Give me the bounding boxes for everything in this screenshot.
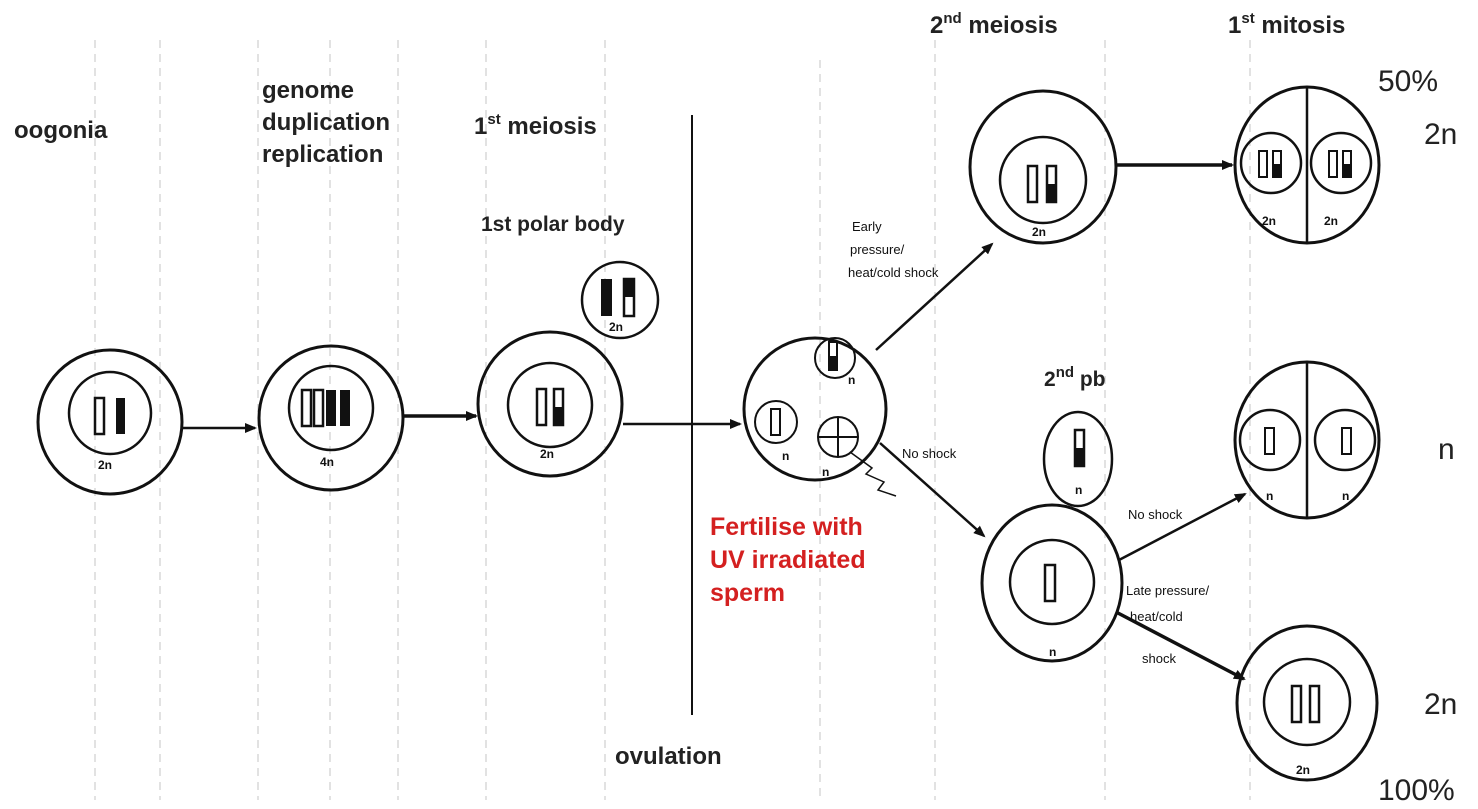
svg-text:n: n bbox=[782, 449, 789, 463]
cell-second-polar-body: n bbox=[1044, 412, 1112, 506]
cell-mitosis-middle: n n bbox=[1235, 362, 1379, 518]
ploidy-bottom: 2n bbox=[1424, 688, 1457, 721]
cell-meiosis-two-top: 2n bbox=[970, 91, 1116, 243]
svg-text:2n: 2n bbox=[1032, 225, 1046, 239]
cell-meiosis-two-bottom: n bbox=[982, 505, 1122, 661]
label-no-shock-bottom: No shock bbox=[1128, 507, 1183, 522]
cell-meiosis-one: 2n bbox=[478, 332, 622, 476]
svg-text:n: n bbox=[1049, 645, 1056, 659]
ploidy-top: 2n bbox=[1424, 118, 1457, 151]
svg-text:2n: 2n bbox=[540, 447, 554, 461]
svg-text:n: n bbox=[822, 465, 829, 479]
svg-text:n: n bbox=[1266, 489, 1273, 503]
cell-first-polar-body: 2n bbox=[582, 262, 658, 338]
label-no-shock-zygote: No shock bbox=[902, 446, 957, 461]
label-ovulation: ovulation bbox=[615, 743, 722, 770]
cell-mitosis-top: 2n 2n bbox=[1235, 87, 1379, 243]
svg-text:2n: 2n bbox=[609, 320, 623, 334]
svg-text:2n: 2n bbox=[98, 458, 112, 472]
svg-text:n: n bbox=[1342, 489, 1349, 503]
cell-duplication: 4n bbox=[259, 346, 403, 490]
svg-text:2n: 2n bbox=[1324, 214, 1338, 228]
svg-text:4n: 4n bbox=[320, 455, 334, 469]
svg-text:n: n bbox=[848, 373, 855, 387]
label-early-shock: Early pressure/ heat/cold shock bbox=[848, 219, 939, 280]
arrow-no-shock-bottom bbox=[1119, 494, 1245, 560]
arrow-early-shock bbox=[876, 244, 992, 350]
svg-text:n: n bbox=[1075, 483, 1082, 497]
header-first-mitosis: 1st mitosis bbox=[1228, 10, 1345, 39]
svg-text:2n: 2n bbox=[1262, 214, 1276, 228]
header-first-meiosis: 1st meiosis bbox=[474, 111, 597, 140]
percent-bottom: 100% bbox=[1378, 774, 1455, 807]
label-first-polar-body: 1st polar body bbox=[481, 213, 625, 236]
label-second-pb: 2nd pb bbox=[1044, 364, 1106, 391]
percent-top: 50% bbox=[1378, 65, 1438, 98]
cell-final-bottom: 2n bbox=[1237, 626, 1377, 780]
header-oogonia: oogonia bbox=[14, 117, 108, 144]
ploidy-middle: n bbox=[1438, 433, 1455, 466]
fertilise-label: Fertilise with UV irradiated sperm bbox=[710, 513, 873, 607]
header-genome-duplication: genome duplication replication bbox=[262, 77, 397, 168]
header-second-meiosis: 2nd meiosis bbox=[930, 10, 1058, 39]
svg-text:2n: 2n bbox=[1296, 763, 1310, 777]
